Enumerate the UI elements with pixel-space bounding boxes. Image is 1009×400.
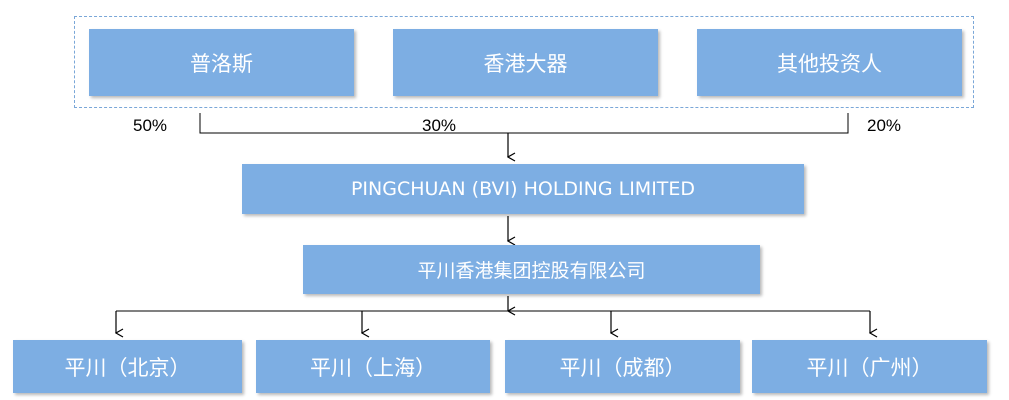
holding-company: PINGCHUAN (BVI) HOLDING LIMITED	[242, 164, 804, 214]
pct-prologis: 50%	[133, 116, 168, 135]
pct-hk-daqi: 30%	[422, 116, 457, 135]
shareholder-prologis: 普洛斯	[89, 29, 354, 96]
hk-company: 平川香港集团控股有限公司	[303, 245, 760, 294]
shareholder-other-investors: 其他投资人	[697, 29, 962, 96]
subsidiary-shanghai: 平川（上海）	[256, 340, 490, 393]
shareholder-hk-daqi: 香港大器	[393, 29, 658, 96]
shareholders-group	[74, 16, 974, 108]
subsidiary-beijing: 平川（北京）	[13, 340, 242, 393]
subsidiary-guangzhou: 平川（广州）	[752, 340, 987, 393]
shareholder-bracket-line	[199, 113, 849, 134]
subsidiary-chengdu: 平川（成都）	[505, 340, 740, 393]
pct-other-investors: 20%	[867, 116, 902, 135]
